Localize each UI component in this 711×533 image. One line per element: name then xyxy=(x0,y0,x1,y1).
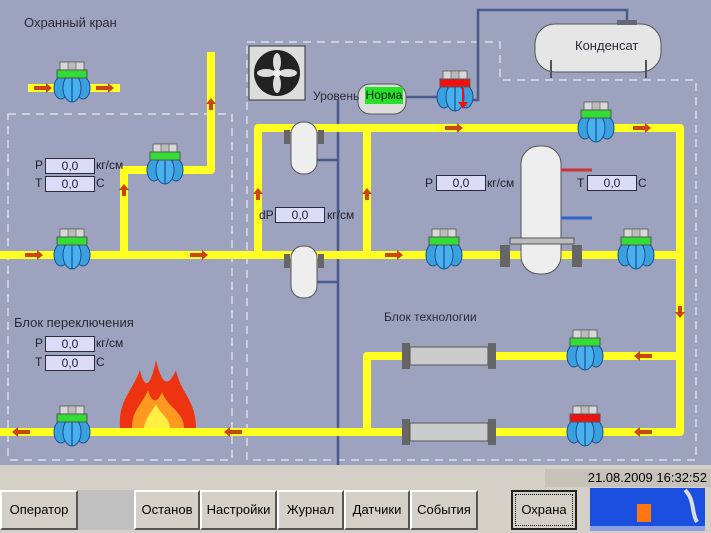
journal-button[interactable]: Журнал xyxy=(277,490,344,530)
switch-temp-label: T xyxy=(35,355,43,369)
guard-valve-title: Охранный кран xyxy=(24,15,117,30)
condensate-valve[interactable] xyxy=(437,69,473,113)
filter-dp-field: 0,0 xyxy=(275,207,325,223)
level-label: Уровень xyxy=(313,89,360,103)
heater-1[interactable] xyxy=(402,343,496,369)
tech-temp-label: T xyxy=(577,176,585,190)
tech-outlet-valve[interactable] xyxy=(618,227,654,271)
tech-pressure-unit: кг/см xyxy=(487,176,515,190)
tech-temp-unit: C xyxy=(638,176,647,190)
events-button[interactable]: События xyxy=(410,490,478,530)
datetime-display: 21.08.2009 16:32:52 xyxy=(545,469,711,487)
condensate-tank[interactable] xyxy=(534,20,662,78)
operator-button[interactable]: Оператор xyxy=(0,490,78,530)
tech-temp-field: 0,0 xyxy=(587,175,637,191)
guard-button[interactable]: Охрана xyxy=(511,490,577,530)
guard-temp-field: 0,0 xyxy=(45,176,95,192)
sensors-button[interactable]: Датчики xyxy=(344,490,410,530)
signal-lines xyxy=(310,8,629,465)
guard-temp-unit: C xyxy=(96,176,105,190)
tech-pressure-field: 0,0 xyxy=(436,175,486,191)
heater-2-valve[interactable] xyxy=(567,404,603,448)
flow-arrows xyxy=(12,83,685,437)
down-arrow-icon xyxy=(458,88,468,109)
guard-pressure-unit: кг/см xyxy=(96,158,124,172)
guard-pressure-label: P xyxy=(35,158,44,172)
tech-top-valve[interactable] xyxy=(578,100,614,144)
switch-temp-unit: C xyxy=(96,355,105,369)
switch-pressure-unit: кг/см xyxy=(96,336,124,350)
filter-dp-label: dP xyxy=(259,208,274,222)
settings-button[interactable]: Настройки xyxy=(200,490,277,530)
fan-icon[interactable] xyxy=(248,45,306,101)
stop-button[interactable]: Останов xyxy=(134,490,200,530)
guard-temp-label: T xyxy=(35,176,43,190)
tech-inlet-valve[interactable] xyxy=(426,227,462,271)
filter-dp-unit: кг/см xyxy=(327,208,355,222)
guard-upper-valve[interactable] xyxy=(147,142,183,186)
separator-column[interactable] xyxy=(500,145,592,275)
fire-icon xyxy=(119,360,196,428)
guard-pressure-field: 0,0 xyxy=(45,158,95,174)
heater-2[interactable] xyxy=(402,419,496,445)
level-status-badge: Норма xyxy=(365,87,403,104)
company-logo xyxy=(590,488,705,531)
switch-pressure-field: 0,0 xyxy=(45,336,95,352)
block-outlines xyxy=(7,41,697,461)
heater-1-valve[interactable] xyxy=(567,328,603,372)
switch-valve[interactable] xyxy=(54,404,90,448)
main-line-valve[interactable] xyxy=(54,227,90,271)
switch-pressure-label: P xyxy=(35,336,44,350)
switch-block-title: Блок переключения xyxy=(14,315,134,330)
process-diagram xyxy=(0,8,697,465)
guard-valve[interactable] xyxy=(54,60,90,104)
blank-panel xyxy=(78,490,134,530)
switch-temp-field: 0,0 xyxy=(45,355,95,371)
tech-block-title: Блок технологии xyxy=(384,310,477,324)
valves xyxy=(53,61,655,447)
condensate-label: Конденсат xyxy=(575,38,639,53)
tech-pressure-label: P xyxy=(425,176,434,190)
